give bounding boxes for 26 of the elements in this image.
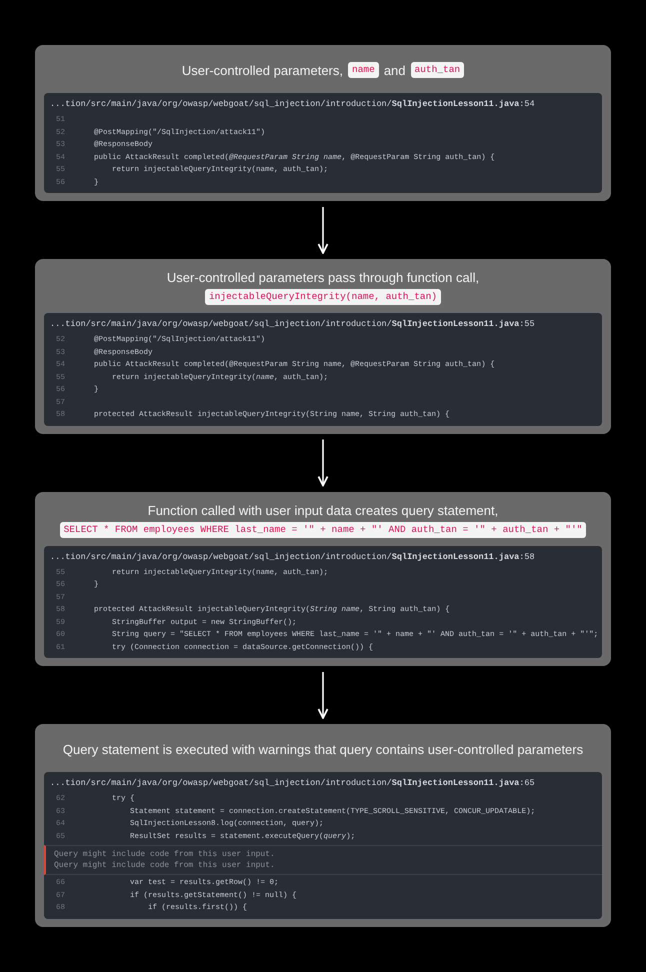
file-path: ...tion/src/main/java/org/owasp/webgoat/sql_injection/introduction/SqlInjectionLesson11.java:65 <box>49 777 536 790</box>
step-panel <box>35 724 611 926</box>
arrow <box>318 672 328 719</box>
code-chip: name <box>348 62 379 78</box>
step-panel <box>35 45 611 201</box>
arrow <box>318 440 328 486</box>
code-chip: SELECT * FROM employees WHERE last_name = '" + name + "' AND auth_tan = '" + auth_tan + "'" <box>60 522 586 538</box>
step-heading: and <box>384 62 406 78</box>
code-panel <box>44 93 602 193</box>
code-panel <box>44 772 602 918</box>
step-panel <box>35 492 611 666</box>
step-panel <box>35 259 611 434</box>
code-panel <box>44 313 602 426</box>
file-path: ...tion/src/main/java/org/owasp/webgoat/sql_injection/introduction/SqlInjectionLesson11.java:55 <box>49 318 536 331</box>
step-heading: User-controlled parameters pass through function call, <box>166 269 480 286</box>
warning-message: Query might include code from this user input. <box>54 860 276 871</box>
code-panel <box>44 546 602 658</box>
step-heading: Query statement is executed with warnings that query contains user-controlled parameters <box>62 740 584 758</box>
file-path: ...tion/src/main/java/org/owasp/webgoat/sql_injection/introduction/SqlInjectionLesson11.java:58 <box>49 550 536 564</box>
warning-message: Query might include code from this user input. <box>54 849 276 860</box>
file-path: ...tion/src/main/java/org/owasp/webgoat/sql_injection/introduction/SqlInjectionLesson11.java:54 <box>49 98 536 111</box>
code-chip: injectableQueryIntegrity(name, auth_tan) <box>204 289 442 305</box>
code-chip: auth_tan <box>410 62 464 78</box>
step-heading: Function called with user input data creates query statement, <box>148 502 498 518</box>
step-heading: User-controlled parameters, <box>182 62 343 78</box>
arrow <box>318 207 328 254</box>
